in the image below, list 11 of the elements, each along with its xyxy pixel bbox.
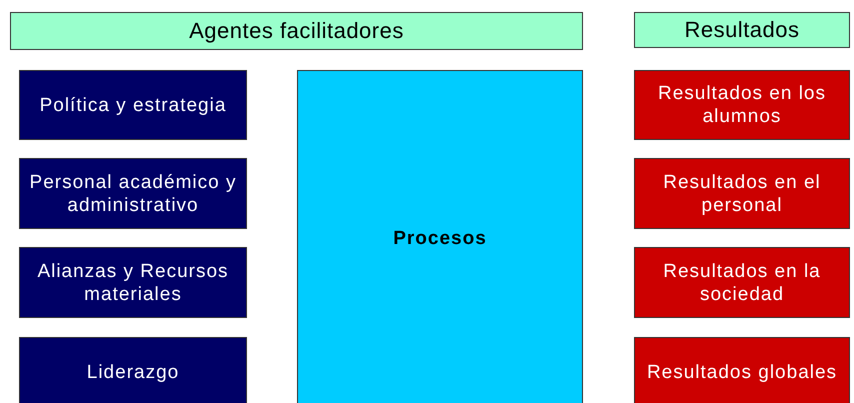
enabler-box: Política y estrategia [19, 70, 247, 140]
header-band: Resultados [634, 12, 850, 48]
result-box: Resultados en la sociedad [634, 247, 850, 318]
process-box: Procesos [297, 70, 583, 403]
result-box: Resultados globales [634, 337, 850, 403]
result-box: Resultados en los alumnos [634, 70, 850, 140]
result-box: Resultados en el personal [634, 158, 850, 229]
enabler-box: Liderazgo [19, 337, 247, 403]
header-band: Agentes facilitadores [10, 12, 583, 50]
enabler-box: Personal académico y administrativo [19, 158, 247, 229]
enabler-box: Alianzas y Recursos materiales [19, 247, 247, 318]
